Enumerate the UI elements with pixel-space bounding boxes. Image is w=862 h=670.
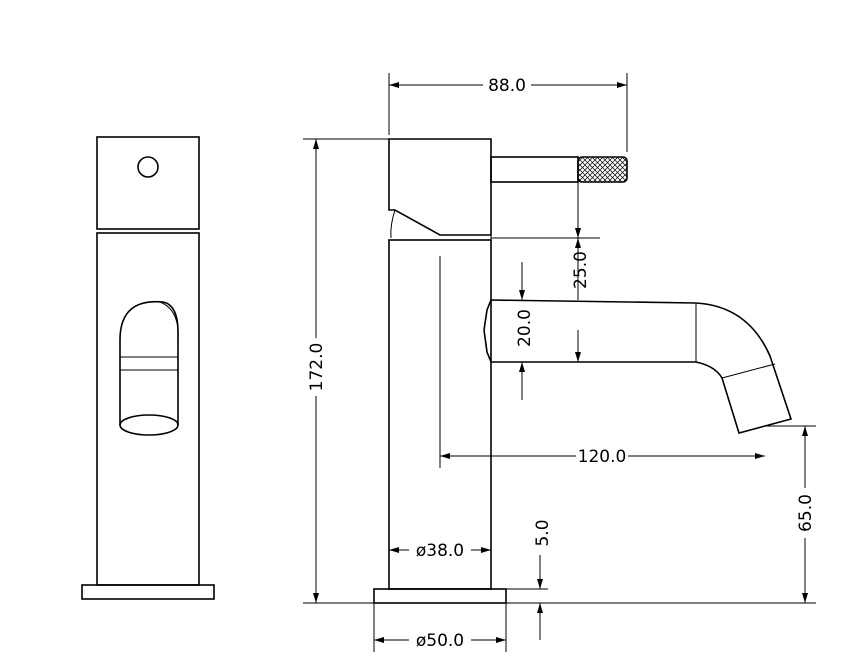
dim-base-diameter: ø50.0 (416, 631, 464, 651)
front-view-outlet-aerator (119, 414, 179, 436)
dim-spout-diameter: 20.0 (515, 309, 535, 347)
side-view-handle-block (388, 138, 492, 236)
front-view-body (96, 232, 200, 586)
front-view-base (81, 584, 215, 600)
dim-spout-reach: 120.0 (578, 447, 627, 467)
side-view-base-plate (373, 588, 507, 604)
front-view (81, 136, 215, 600)
dim-total-height: 172.0 (307, 343, 327, 392)
front-view-button-icon (137, 156, 159, 178)
side-view (373, 138, 793, 604)
front-view-handle-block (96, 136, 200, 230)
side-view-knurled-knob (577, 156, 628, 183)
front-view-spout-outlet (119, 300, 179, 425)
dimension-lines: 88.0 172.0 25.0 20.0 120.0 65.0 ø38.0 (303, 73, 818, 652)
dim-outlet-height: 65.0 (796, 494, 816, 532)
side-view-spout (483, 299, 793, 434)
dim-body-diameter: ø38.0 (416, 541, 464, 561)
dim-handle-gap: 25.0 (571, 251, 591, 289)
dim-base-thickness: 5.0 (533, 519, 553, 546)
dim-top-width: 88.0 (488, 76, 526, 96)
side-view-lever-stem (490, 156, 579, 183)
